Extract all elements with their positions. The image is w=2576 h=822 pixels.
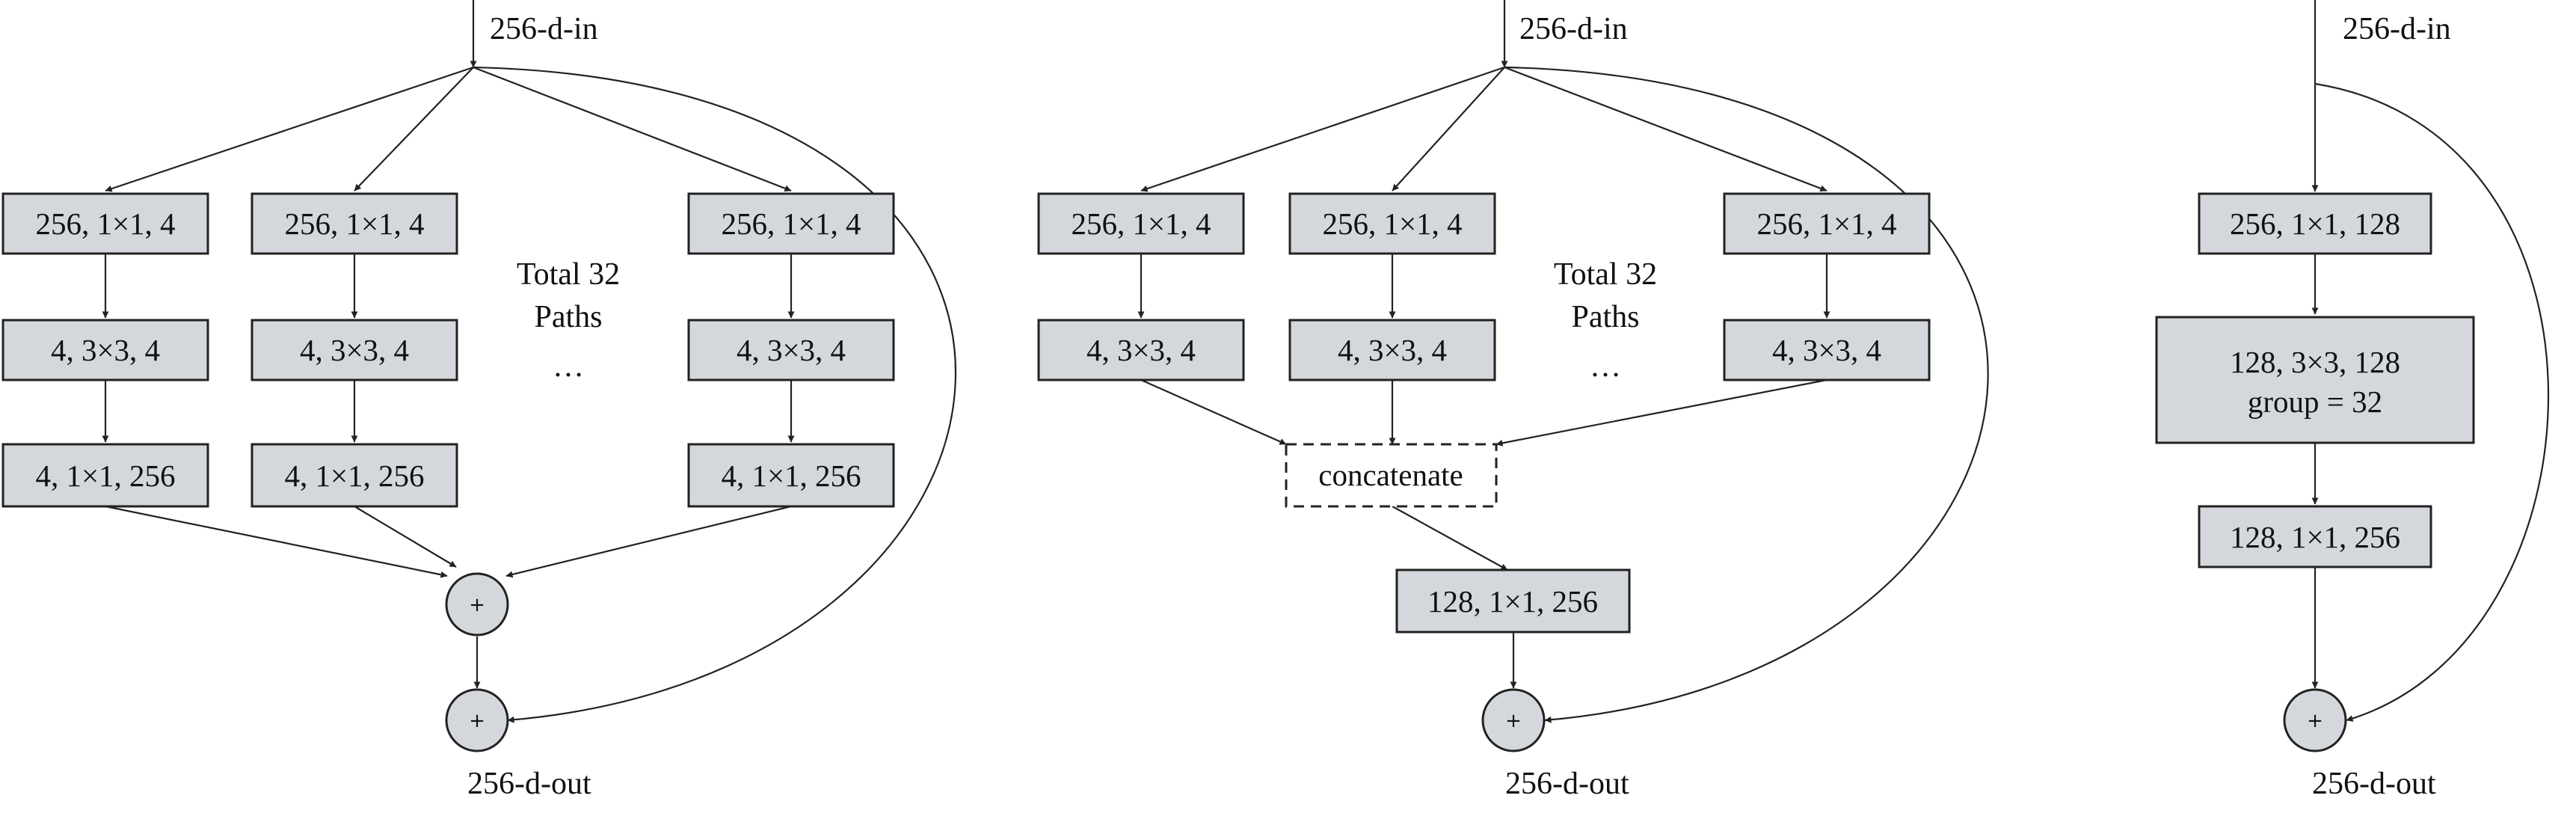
- conv-box: 4, 3×3, 4: [1, 319, 209, 381]
- add-node: +: [445, 688, 509, 752]
- edge-a-merge-1: [105, 505, 448, 578]
- projection-label: 128, 1×1, 256: [1427, 584, 1598, 619]
- input-label: 256-d-in: [490, 12, 598, 46]
- sum-symbol: +: [469, 594, 485, 616]
- panel-c: 256, 1×1, 128 128, 3×3, 128 group = 32 1…: [2155, 0, 2550, 801]
- conv-box: 128, 1×1, 256: [2198, 505, 2432, 568]
- add-node: +: [1481, 688, 1546, 752]
- ellipsis: …: [553, 349, 584, 384]
- grouped-conv-box: 128, 3×3, 128 group = 32: [2155, 316, 2475, 444]
- edge-b-concat-proj: [1392, 506, 1508, 571]
- conv-label: 256, 1×1, 4: [35, 206, 175, 241]
- add-symbol: +: [1505, 710, 1522, 732]
- conv-label: 4, 3×3, 4: [51, 333, 160, 367]
- panel-a: 256, 1×1, 4 4, 3×3, 4 4, 1×1, 256 256, 1…: [1, 0, 956, 801]
- conv-box: 256, 1×1, 4: [687, 192, 895, 255]
- conv-box: 4, 3×3, 4: [1723, 319, 1931, 381]
- edge-split-b-1: [1140, 66, 1505, 192]
- edge-split-a-1: [105, 66, 474, 192]
- conv-box: 4, 1×1, 256: [687, 443, 895, 508]
- conv-label: 256, 1×1, 4: [1071, 206, 1211, 241]
- conv-label: 256, 1×1, 128: [2230, 206, 2400, 241]
- conv-box: 256, 1×1, 4: [1037, 192, 1245, 255]
- paths-note-line2: Paths: [1571, 300, 1639, 334]
- conv-label: 256, 1×1, 4: [1322, 206, 1462, 241]
- input-label: 256-d-in: [2343, 12, 2451, 46]
- add-node: +: [2283, 688, 2347, 752]
- edge-b-shortcut: [1504, 66, 1989, 723]
- conv-box: 4, 1×1, 256: [250, 443, 458, 508]
- conv-box: 256, 1×1, 4: [1288, 192, 1496, 255]
- group-count-label: group = 32: [2248, 384, 2382, 419]
- edge-b-concat-3: [1496, 378, 1828, 447]
- edge-a-merge-3: [505, 505, 792, 578]
- conv-label: 4, 1×1, 256: [35, 458, 175, 493]
- edge-a-shortcut: [473, 66, 956, 723]
- conv-box: 4, 3×3, 4: [1037, 319, 1245, 381]
- conv-label: 4, 3×3, 4: [1772, 333, 1881, 367]
- concatenate-box: concatenate: [1285, 443, 1498, 508]
- conv-box: 4, 3×3, 4: [1288, 319, 1496, 381]
- sum-node: +: [445, 572, 509, 637]
- add-symbol: +: [469, 710, 485, 732]
- conv-box: 256, 1×1, 128: [2198, 192, 2432, 255]
- add-symbol: +: [2307, 710, 2323, 732]
- conv-label: 256, 1×1, 4: [284, 206, 424, 241]
- conv-label: 4, 3×3, 4: [737, 333, 846, 367]
- conv-box: 256, 1×1, 4: [250, 192, 458, 255]
- conv-box: 256, 1×1, 4: [1723, 192, 1931, 255]
- conv-label: 4, 1×1, 256: [284, 458, 424, 493]
- ellipsis: …: [1590, 349, 1621, 384]
- edge-c-shortcut: [2314, 82, 2550, 722]
- conv-label: 4, 3×3, 4: [300, 333, 409, 367]
- conv-box: 256, 1×1, 4: [1, 192, 209, 255]
- conv-label: 256, 1×1, 4: [721, 206, 861, 241]
- projection-box: 128, 1×1, 256: [1395, 568, 1631, 634]
- edge-split-a-2: [354, 67, 474, 191]
- edge-split-a-3: [473, 66, 792, 192]
- conv-box: 4, 3×3, 4: [250, 319, 458, 381]
- conv-box: 4, 1×1, 256: [1, 443, 209, 508]
- paths-note-line1: Total 32: [517, 257, 620, 292]
- conv-label: 256, 1×1, 4: [1756, 206, 1896, 241]
- edge-a-merge-2: [354, 506, 457, 568]
- output-label: 256-d-out: [467, 767, 591, 801]
- paths-note-line1: Total 32: [1554, 257, 1657, 292]
- paths-note-line2: Paths: [534, 300, 602, 334]
- conv-label: 4, 3×3, 4: [1338, 333, 1447, 367]
- conv-label: 4, 1×1, 256: [721, 458, 861, 493]
- edge-split-b-3: [1504, 66, 1828, 192]
- panel-b: 256, 1×1, 4 4, 3×3, 4 256, 1×1, 4 4, 3×3…: [1037, 0, 1989, 801]
- output-label: 256-d-out: [2312, 767, 2436, 801]
- input-label: 256-d-in: [1519, 12, 1628, 46]
- conv-label: 4, 3×3, 4: [1086, 333, 1196, 367]
- conv-box: 4, 3×3, 4: [687, 319, 895, 381]
- edge-b-concat-1: [1140, 378, 1287, 446]
- concatenate-label: concatenate: [1318, 458, 1463, 492]
- output-label: 256-d-out: [1505, 767, 1629, 801]
- grouped-conv-label: 128, 3×3, 128: [2230, 345, 2400, 379]
- edge-split-b-2: [1392, 67, 1505, 191]
- conv-label: 128, 1×1, 256: [2230, 520, 2400, 554]
